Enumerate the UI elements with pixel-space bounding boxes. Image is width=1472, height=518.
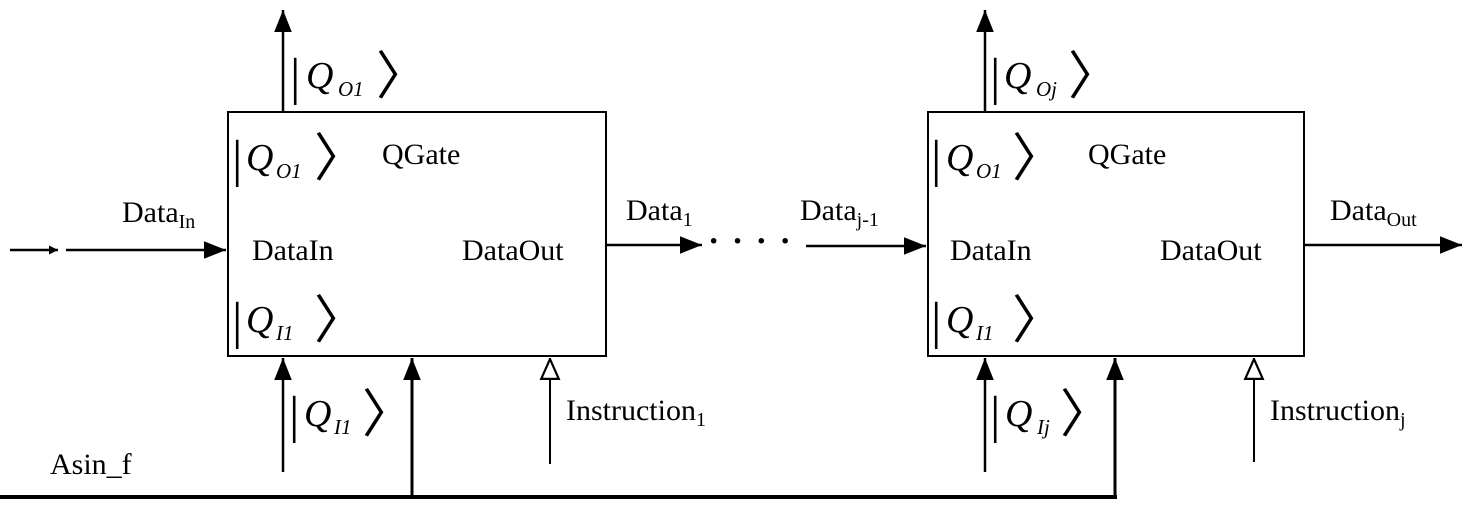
svg-text:|: | — [931, 131, 941, 188]
svg-text:|: | — [990, 49, 1000, 106]
svg-text:Q: Q — [246, 137, 273, 179]
signal-ket-q-o1: | Q O1 〉 — [290, 49, 428, 106]
svg-text:Data1: Data1 — [626, 194, 693, 231]
svg-text:〉: 〉 — [1012, 293, 1064, 350]
svg-text:〉: 〉 — [376, 49, 428, 106]
svg-text:|: | — [232, 131, 242, 188]
svg-text:Q: Q — [306, 55, 333, 97]
svg-text:DataOut: DataOut — [1330, 194, 1417, 231]
signal-ket-q-ij: | Q Ij 〉 — [990, 387, 1112, 444]
svg-text:Q: Q — [246, 299, 273, 341]
svg-text:Instructionj: Instructionj — [1270, 394, 1406, 431]
svg-text:Q: Q — [946, 137, 973, 179]
svg-text:DataIn: DataIn — [122, 196, 195, 233]
gate1-dataout-port: DataOut — [462, 234, 564, 267]
signal-data-out: DataOut — [1330, 194, 1417, 231]
signal-ket-q-i1: | Q I1 〉 — [289, 387, 414, 444]
svg-text:Instruction1: Instruction1 — [566, 394, 706, 431]
gate1-title: QGate — [382, 138, 460, 171]
svg-text:|: | — [931, 293, 941, 350]
qgate-1-box — [227, 111, 607, 357]
gate1-ket-output: | Q O1 〉 — [232, 131, 366, 188]
chain-ellipsis: · · · · — [708, 223, 793, 260]
svg-text:|: | — [289, 387, 299, 444]
svg-text:Q: Q — [1004, 55, 1031, 97]
svg-text:Ij: Ij — [1036, 415, 1050, 439]
gate1-datain-port: DataIn — [252, 234, 334, 267]
gatej-dataout-port: DataOut — [1160, 234, 1262, 267]
svg-text:〉: 〉 — [362, 387, 414, 444]
qgate-j-box — [927, 111, 1305, 357]
svg-text:Oj: Oj — [1036, 77, 1057, 101]
svg-text:〉: 〉 — [1012, 131, 1064, 188]
svg-text:I1: I1 — [275, 321, 294, 345]
gatej-title: QGate — [1088, 138, 1166, 171]
signal-data-j-1: Dataj-1 — [800, 194, 879, 231]
svg-text:Dataj-1: Dataj-1 — [800, 194, 879, 231]
clock-bus-label: Asin_f — [50, 448, 132, 481]
signal-instruction-1: Instruction1 — [566, 394, 706, 431]
svg-text:|: | — [990, 387, 1000, 444]
svg-text:〉: 〉 — [314, 131, 366, 188]
gatej-datain-port: DataIn — [950, 234, 1032, 267]
svg-text:|: | — [232, 293, 242, 350]
svg-text:〉: 〉 — [1060, 387, 1112, 444]
gatej-ket-output: | Q O1 〉 — [931, 131, 1064, 188]
gate1-ket-input: | Q I1 〉 — [232, 293, 366, 350]
svg-text:I1: I1 — [975, 321, 994, 345]
signal-ket-q-oj: | Q Oj 〉 — [990, 49, 1120, 106]
svg-text:I1: I1 — [333, 415, 352, 439]
svg-text:O1: O1 — [976, 159, 1002, 183]
svg-text:Q: Q — [1005, 393, 1032, 435]
svg-text:〉: 〉 — [1068, 49, 1120, 106]
svg-text:Q: Q — [946, 299, 973, 341]
gatej-ket-input: | Q I1 〉 — [931, 293, 1064, 350]
signal-data-1: Data1 — [626, 194, 693, 231]
svg-text:〉: 〉 — [314, 293, 366, 350]
signal-data-in: DataIn — [122, 196, 195, 233]
svg-text:|: | — [290, 49, 300, 106]
svg-text:O1: O1 — [276, 159, 302, 183]
signal-instruction-j: Instructionj — [1270, 394, 1406, 431]
svg-text:O1: O1 — [338, 77, 364, 101]
svg-text:Q: Q — [304, 393, 331, 435]
